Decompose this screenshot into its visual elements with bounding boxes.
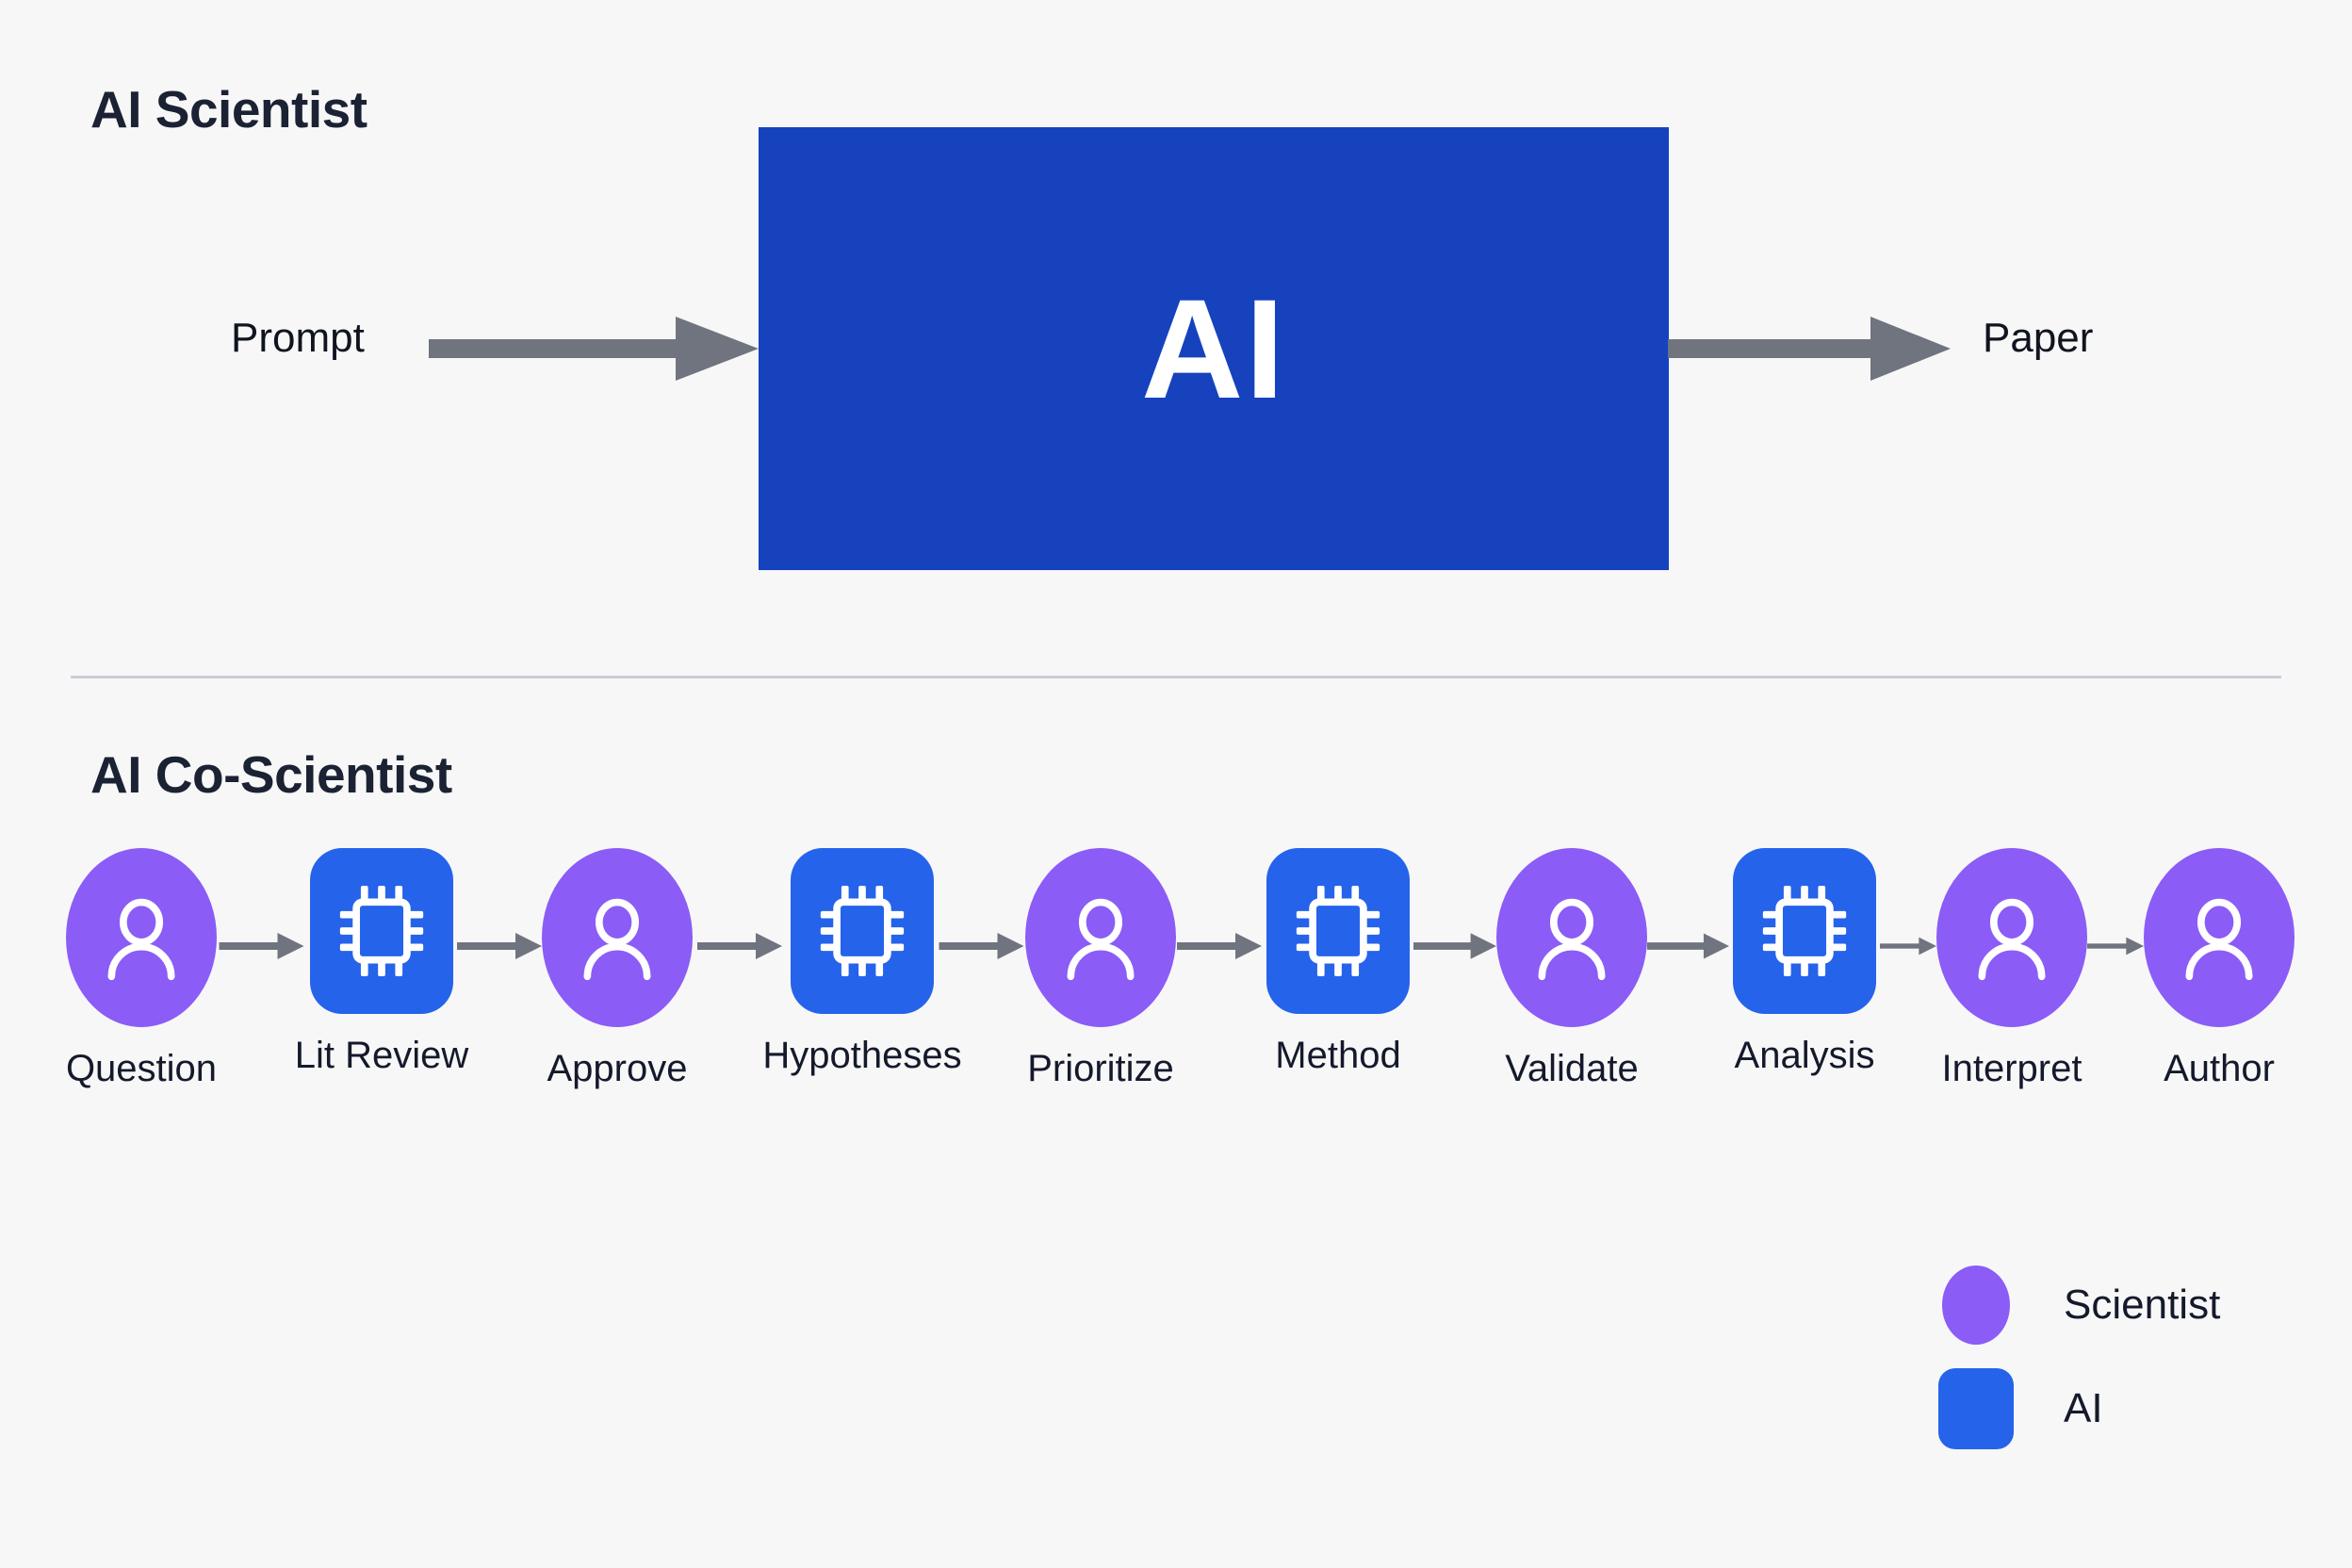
scientist-node-shape — [542, 848, 693, 1027]
ai-system-box: AI — [759, 127, 1669, 570]
pipeline-step-label: Validate — [1505, 1048, 1639, 1089]
scientist-node-shape — [66, 848, 217, 1027]
legend-swatch-wrap — [1924, 1368, 2028, 1449]
person-icon — [1538, 898, 1606, 981]
pipeline-step-label: Author — [2164, 1048, 2275, 1089]
scientist-swatch-icon — [1942, 1266, 2010, 1345]
pipeline-step-author[interactable]: Author — [2139, 848, 2299, 1090]
section-title-ai-co-scientist: AI Co-Scientist — [90, 745, 452, 804]
ai-swatch-icon — [1938, 1368, 2014, 1449]
arrow-right-icon — [457, 933, 542, 959]
arrow-right-icon — [939, 933, 1024, 959]
ai-node-shape — [791, 848, 934, 1014]
person-icon — [1978, 898, 2046, 981]
prompt-input-label: Prompt — [231, 315, 365, 361]
person-icon — [1067, 898, 1135, 981]
arrow-right-icon — [1177, 933, 1262, 959]
ai-box-label: AI — [1141, 270, 1286, 428]
pipeline-step-prioritize[interactable]: Prioritize — [1021, 848, 1181, 1090]
ai-node-shape — [1733, 848, 1876, 1014]
scientist-node-shape — [2144, 848, 2295, 1027]
scientist-node-shape — [1025, 848, 1176, 1027]
scientist-node-shape — [1936, 848, 2087, 1027]
arrow-right-icon — [429, 317, 759, 381]
pipeline-step-label: Analysis — [1734, 1035, 1875, 1076]
arrow-right-icon — [219, 933, 304, 959]
pipeline-step-validate[interactable]: Validate — [1492, 848, 1652, 1090]
arrow-right-icon — [2087, 937, 2144, 956]
pipeline-step-question[interactable]: Question — [61, 848, 221, 1090]
arrow-right-icon — [1647, 933, 1729, 959]
scientist-node-shape — [1496, 848, 1647, 1027]
arrow-right-icon — [1413, 933, 1496, 959]
person-icon — [2185, 898, 2253, 981]
pipeline-step-analysis[interactable]: Analysis — [1724, 848, 1885, 1077]
pipeline-step-lit-review[interactable]: Lit Review — [295, 848, 468, 1077]
legend-label: Scientist — [2064, 1282, 2221, 1328]
legend-item-scientist: Scientist — [1924, 1253, 2320, 1357]
cpu-chip-icon — [339, 886, 424, 976]
section-divider — [71, 676, 2281, 678]
pipeline-step-label: Approve — [547, 1048, 688, 1089]
legend-label: AI — [2064, 1385, 2103, 1431]
pipeline-step-label: Question — [65, 1048, 218, 1089]
ai-node-shape — [1266, 848, 1410, 1014]
co-scientist-pipeline: Question Lit Review Approve Hypotheses Prior… — [0, 848, 2352, 1150]
section-title-ai-scientist: AI Scientist — [90, 80, 368, 139]
pipeline-step-label: Lit Review — [294, 1035, 469, 1076]
pipeline-step-approve[interactable]: Approve — [537, 848, 697, 1090]
ai-node-shape — [310, 848, 453, 1014]
pipeline-step-label: Interpret — [1941, 1048, 2082, 1089]
pipeline-step-hypotheses[interactable]: Hypotheses — [762, 848, 962, 1077]
cpu-chip-icon — [1296, 886, 1380, 976]
pipeline-step-label: Hypotheses — [762, 1035, 962, 1076]
legend-item-ai: AI — [1924, 1357, 2320, 1461]
cpu-chip-icon — [1762, 886, 1847, 976]
arrow-right-icon — [697, 933, 782, 959]
person-icon — [107, 898, 175, 981]
pipeline-step-method[interactable]: Method — [1258, 848, 1418, 1077]
cpu-chip-icon — [820, 886, 905, 976]
legend-swatch-wrap — [1924, 1266, 2028, 1345]
pipeline-step-label: Prioritize — [1027, 1048, 1174, 1089]
pipeline-step-interpret[interactable]: Interpret — [1932, 848, 2092, 1090]
person-icon — [583, 898, 651, 981]
paper-output-label: Paper — [1983, 315, 2094, 361]
pipeline-step-label: Method — [1275, 1035, 1401, 1076]
arrow-right-icon — [1668, 317, 1951, 381]
arrow-right-icon — [1880, 937, 1936, 956]
